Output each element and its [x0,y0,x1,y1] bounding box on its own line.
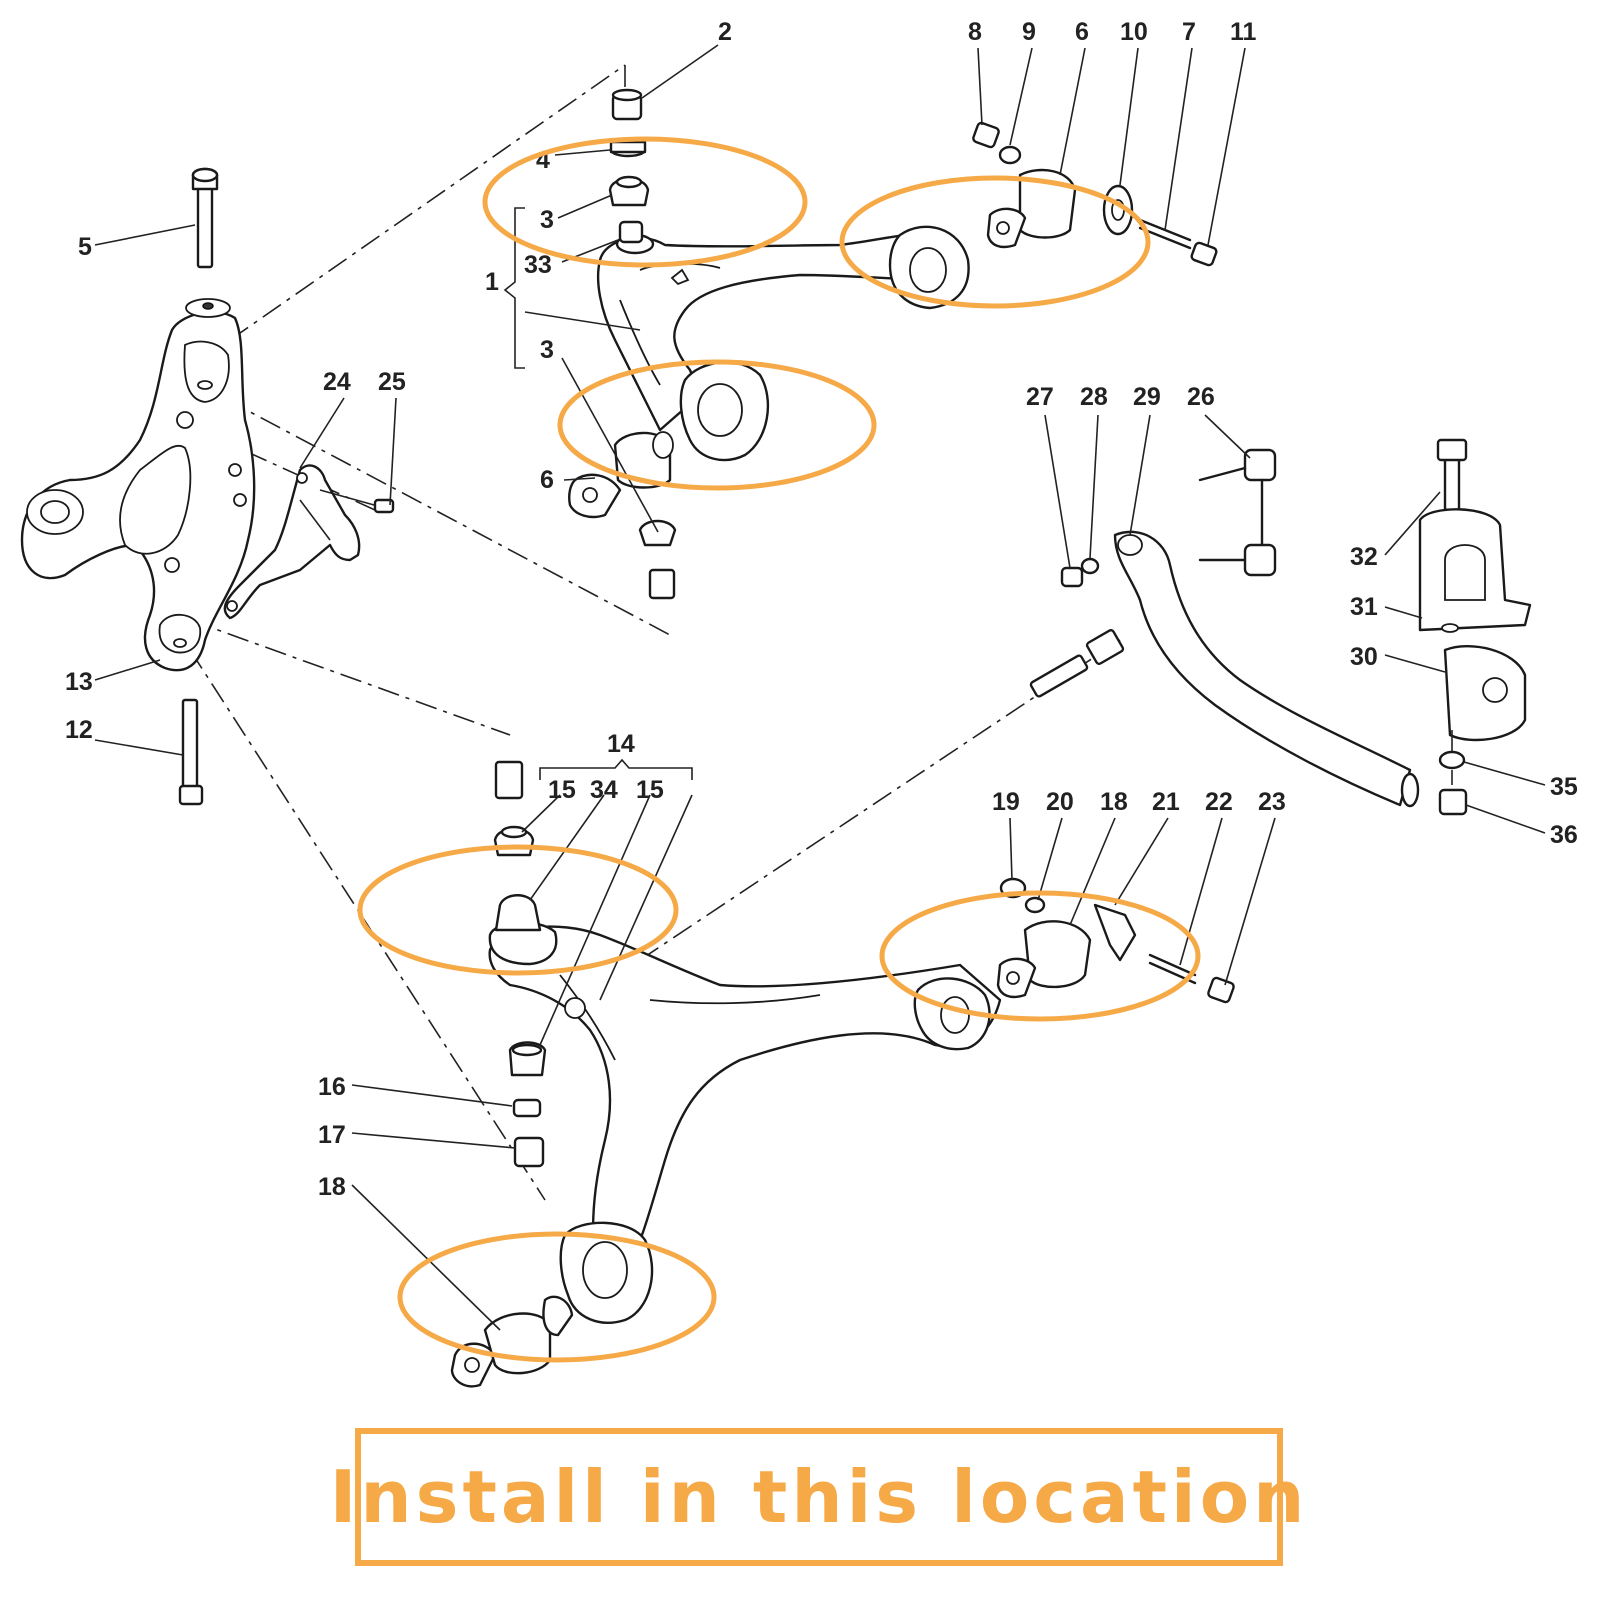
nut-washer-27-28 [1060,557,1100,588]
callout-6-b: 6 [1075,18,1089,46]
callout-28: 28 [1080,383,1108,411]
callout-34: 34 [590,776,618,804]
callout-3-b: 3 [540,336,554,364]
callout-15: 15 [548,776,576,804]
stabilizer-bolt [1029,629,1125,698]
steering-knuckle [20,298,256,672]
callout-36: 36 [1550,821,1578,849]
highlight-lower-balljoint [357,844,679,976]
callout-labels: 2 4 3 33 1 3 6 5 24 25 13 12 8 9 6 10 7 … [65,18,1578,1201]
group-brackets [503,207,693,780]
callout-24: 24 [323,368,351,396]
bolt-25 [319,489,395,514]
stabilizer-bar [1113,530,1420,808]
callout-26: 26 [1187,383,1215,411]
callout-20: 20 [1046,788,1074,816]
lower-rear-bushing [450,1295,574,1388]
highlight-upper-front-bushing [839,175,1151,309]
callout-27: 27 [1026,383,1054,411]
callout-31: 31 [1350,593,1378,621]
callout-8: 8 [968,18,982,46]
bracket-24 [223,464,361,620]
bolt-12 [178,698,204,806]
callout-32: 32 [1350,543,1378,571]
stabilizer-mount-31-32 [1418,438,1532,633]
callout-6: 6 [540,466,554,494]
callout-13: 13 [65,668,93,696]
callout-12: 12 [65,716,93,744]
lower-control-arm [488,921,1002,1324]
callout-25: 25 [378,368,406,396]
callout-15-b: 15 [636,776,664,804]
upper-rear-bushing [568,431,677,600]
callout-17: 17 [318,1121,346,1149]
callout-22: 22 [1205,788,1233,816]
callout-2: 2 [718,18,732,46]
callout-9: 9 [1022,18,1036,46]
callout-1: 1 [485,268,499,296]
callout-5: 5 [78,233,92,261]
callout-3: 3 [540,206,554,234]
caption-text: Install in this location [329,1455,1309,1539]
callout-7: 7 [1182,18,1196,46]
stabilizer-bushing-30 [1443,645,1527,785]
callout-21: 21 [1152,788,1180,816]
highlight-upper-balljoint [482,136,808,268]
highlight-lower-rear-bushing [397,1231,717,1363]
callout-18-b: 18 [318,1173,346,1201]
callout-29: 29 [1133,383,1161,411]
upper-balljoint-stack [608,88,650,244]
callout-30: 30 [1350,643,1378,671]
install-location-highlights [357,136,1201,1363]
callout-16: 16 [318,1073,346,1101]
caption-banner: Install in this location [330,1428,1304,1566]
washer-nut-35-36 [1438,750,1468,816]
stabilizer-link-26 [1198,448,1277,577]
callout-33: 33 [524,251,552,279]
callout-35: 35 [1550,773,1578,801]
highlight-lower-front-bushing [879,890,1201,1022]
highlight-upper-rear-bushing [557,359,877,491]
callout-18: 18 [1100,788,1128,816]
upper-control-arm [596,225,970,462]
callout-14: 14 [607,730,635,758]
callout-10: 10 [1120,18,1148,46]
bolt-5 [191,167,219,269]
callout-23: 23 [1258,788,1286,816]
callout-11: 11 [1230,18,1257,46]
leader-lines [94,44,1546,1331]
callout-19: 19 [992,788,1020,816]
